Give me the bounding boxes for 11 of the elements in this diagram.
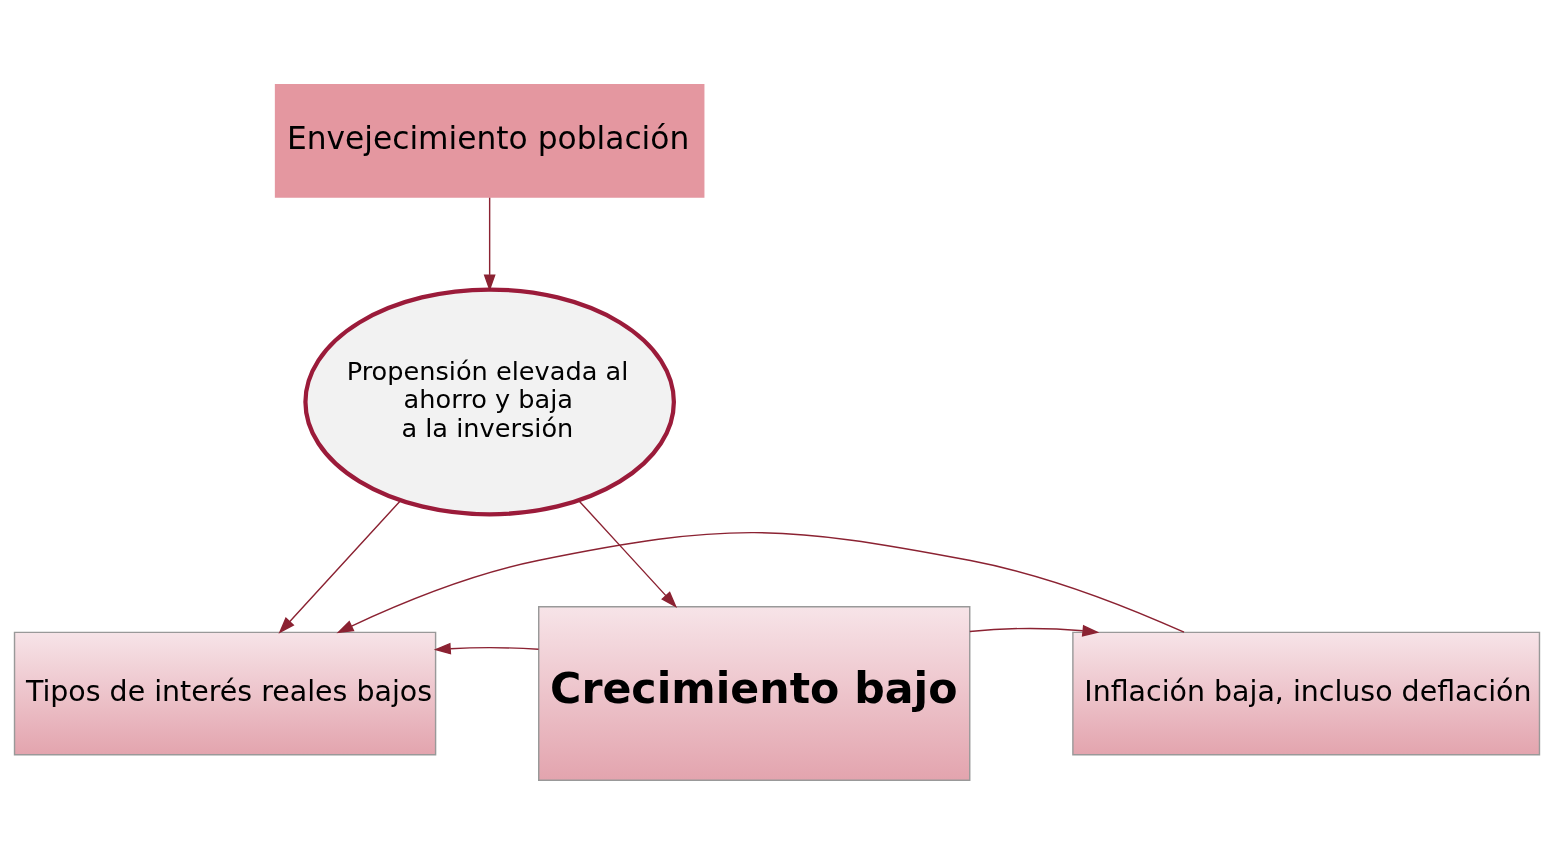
node-box: Crecimiento bajo	[538, 605, 971, 781]
arrow	[278, 499, 402, 634]
node-box: Envejecimiento población	[274, 83, 705, 198]
node-box: Inflación baja, incluso deflación	[1072, 631, 1541, 755]
arrow	[578, 499, 678, 608]
node-ellipse: Propensión elevada al ahorro y baja a la inversión	[303, 286, 676, 516]
arrow	[433, 642, 540, 655]
arrow	[969, 624, 1100, 637]
arrow	[483, 196, 496, 292]
arrow	[336, 531, 1185, 633]
node-box: Tipos de interés reales bajos	[13, 631, 437, 755]
